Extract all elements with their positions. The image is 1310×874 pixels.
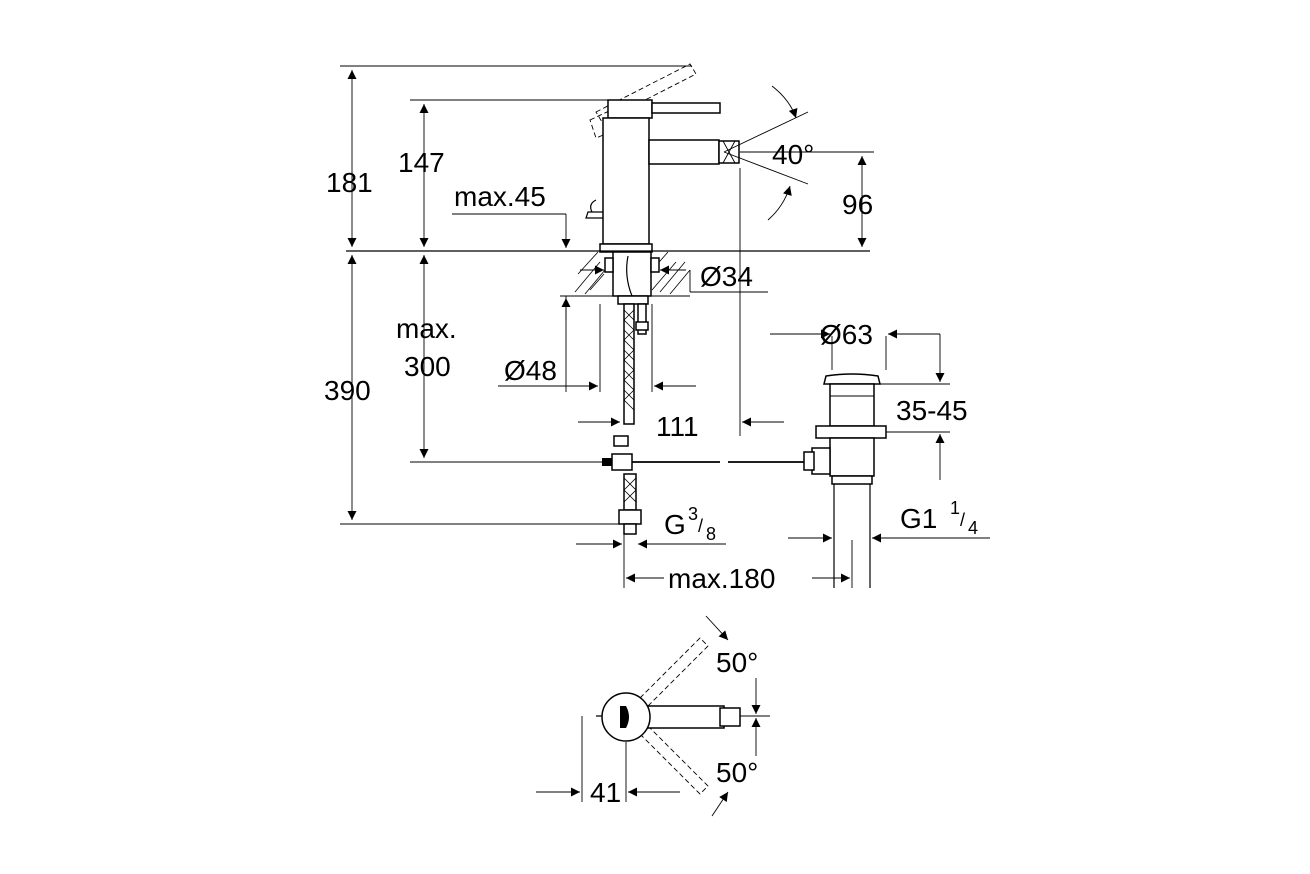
label-111: 111 (656, 411, 699, 442)
dimension-lines (340, 65, 990, 588)
label-96: 96 (842, 189, 873, 220)
label-max-180: max.180 (668, 563, 775, 594)
label-max-45: max.45 (454, 181, 546, 212)
faucet-top-view (536, 615, 770, 817)
dimension-labels: 181 147 max.45 40° 96 Ø34 max. 300 390 Ø… (324, 139, 978, 808)
deck-section (346, 250, 870, 535)
label-147: 147 (398, 147, 445, 178)
label-angle-50-top: 50° (716, 647, 758, 678)
label-g1-frac-slash: / (960, 510, 965, 530)
label-g1-thread: G1 (900, 503, 937, 534)
label-g-frac-den: 8 (706, 524, 716, 544)
label-181: 181 (326, 167, 373, 198)
label-390: 390 (324, 375, 371, 406)
label-g1-frac-den: 4 (968, 518, 978, 538)
label-angle-50-bottom: 50° (716, 757, 758, 788)
drain-assembly (803, 373, 887, 588)
label-dia-63: Ø63 (820, 319, 873, 350)
faucet-side-view (585, 63, 740, 253)
label-dia-34: Ø34 (700, 261, 753, 292)
label-g-frac-num: 3 (688, 504, 698, 524)
label-41: 41 (590, 777, 621, 808)
label-35-45: 35-45 (896, 395, 968, 426)
label-300: 300 (404, 351, 451, 382)
label-dia-48: Ø48 (504, 355, 557, 386)
label-g-frac-slash: / (698, 516, 703, 536)
label-max: max. (396, 313, 457, 344)
label-g1-frac-num: 1 (950, 498, 960, 518)
label-g-thread: G (664, 509, 686, 540)
label-angle-40: 40° (772, 139, 814, 170)
